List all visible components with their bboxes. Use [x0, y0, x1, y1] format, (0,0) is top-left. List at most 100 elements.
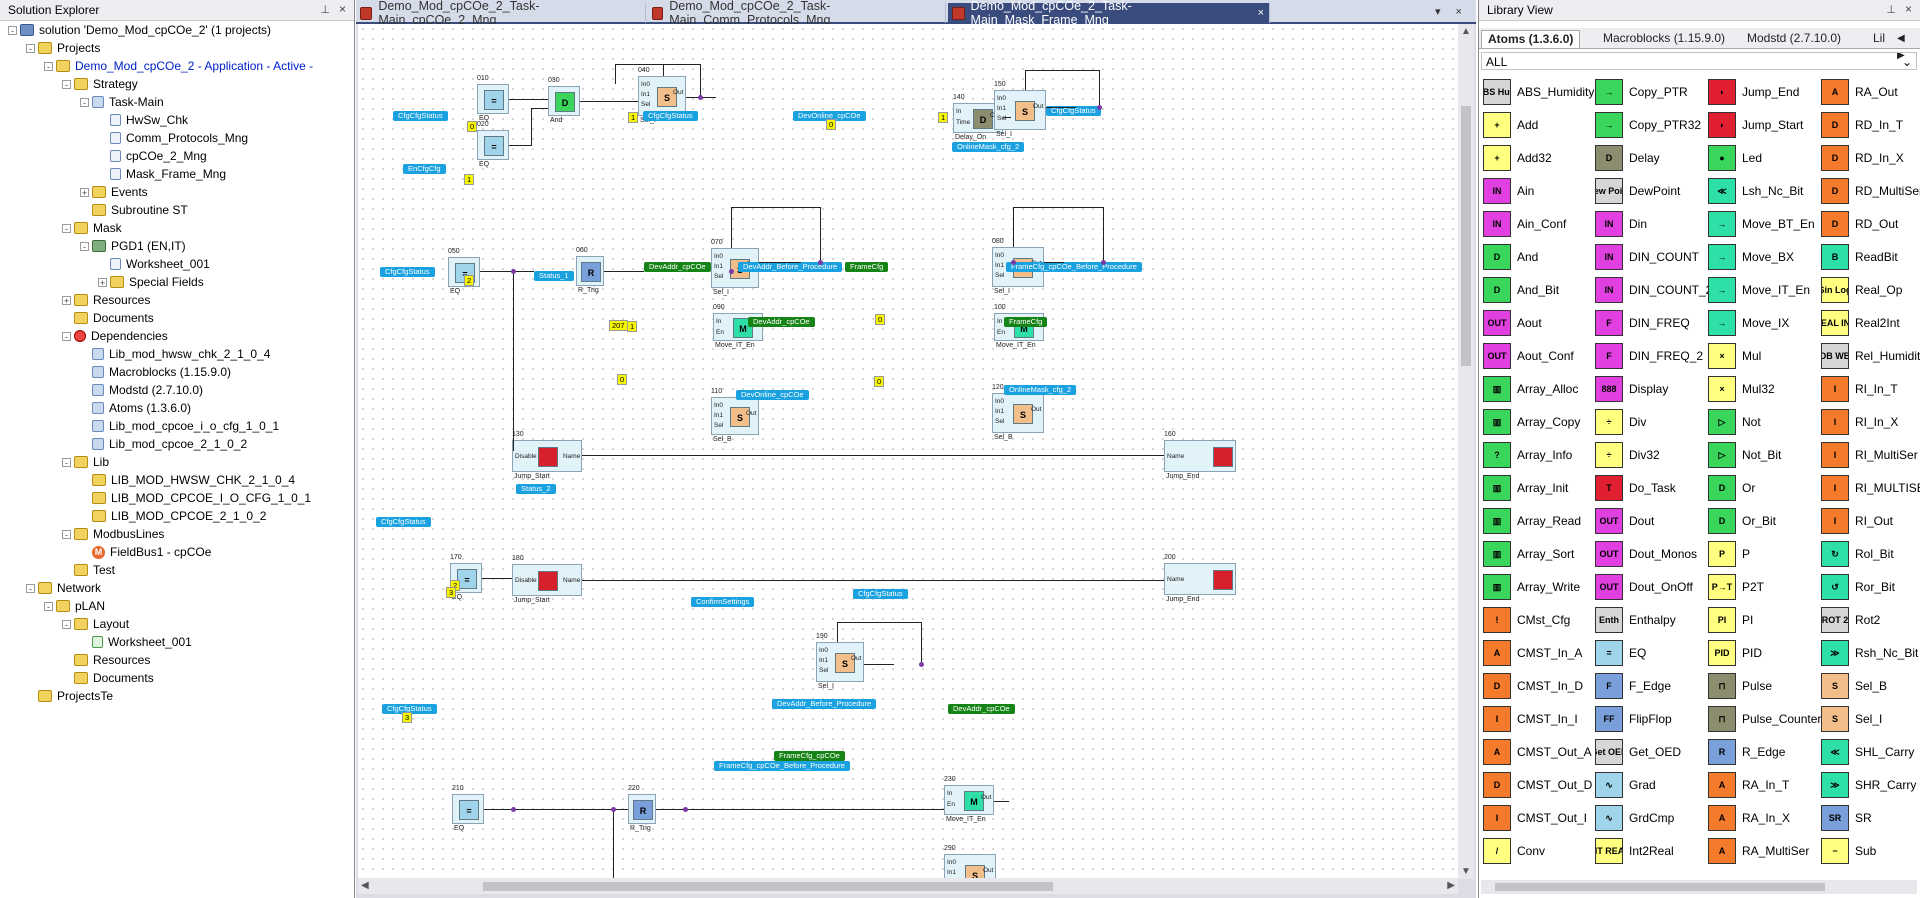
close-icon[interactable]: ×: [1904, 2, 1912, 16]
variable-label[interactable]: CfgCfgStatus: [643, 111, 698, 121]
library-item[interactable]: ▥Array_Sort: [1481, 540, 1574, 568]
collapse-icon[interactable]: -: [62, 331, 71, 341]
library-item[interactable]: REAL INTReal2Int: [1819, 309, 1900, 337]
library-horizontal-scrollbar[interactable]: [1481, 880, 1917, 894]
constant-value[interactable]: 3: [446, 587, 457, 598]
constant-value[interactable]: 0: [874, 376, 885, 387]
scroll-thumb[interactable]: [1461, 106, 1471, 366]
variable-label[interactable]: Status_1: [534, 271, 574, 281]
tab-comm-protocols-mng[interactable]: Demo_Mod_cpCOe_2_Task-Main_Comm_Protocol…: [648, 0, 946, 27]
tab-mask-frame-mng[interactable]: Demo_Mod_cpCOe_2_Task-Main_Mask_Frame_Mn…: [948, 0, 1270, 27]
variable-label[interactable]: FrameCfg_cpCOe_Before_Procedure: [1006, 262, 1142, 272]
tree-item[interactable]: -Mask: [62, 219, 122, 237]
constant-value[interactable]: 1: [628, 112, 639, 123]
tab-modstd[interactable]: Modstd (2.7.10.0): [1747, 31, 1842, 45]
library-item[interactable]: ▷Not_Bit: [1706, 441, 1781, 469]
function-block[interactable]: R: [576, 256, 604, 286]
constant-value[interactable]: 2: [464, 275, 475, 286]
tree-item[interactable]: Lib_mod_cpcoe_2_1_0_2: [80, 435, 247, 453]
tab-list-controls[interactable]: ▾ ×: [1434, 6, 1468, 18]
variable-label[interactable]: EnCfgCfg: [403, 164, 446, 174]
variable-label[interactable]: OnlineMask_cfg_2: [1004, 385, 1077, 395]
variable-label[interactable]: FrameCfg_cpCOe_Before_Procedure: [714, 761, 850, 771]
collapse-icon[interactable]: -: [26, 583, 35, 593]
tree-item[interactable]: Documents: [62, 309, 154, 327]
tree-item[interactable]: +Special Fields: [98, 273, 204, 291]
library-item[interactable]: ×Mul: [1706, 342, 1761, 370]
variable-label[interactable]: DevAddr_cpCOe: [748, 317, 815, 327]
tree-item[interactable]: -solution 'Demo_Mod_cpCOe_2' (1 projects…: [8, 21, 271, 39]
tree-item[interactable]: Resources: [62, 651, 150, 669]
variable-label[interactable]: CfgCfgStatus: [380, 267, 435, 277]
library-item[interactable]: ▥Array_Alloc: [1481, 375, 1578, 403]
tree-item[interactable]: cpCOe_2_Mng: [98, 147, 207, 165]
variable-label[interactable]: FrameCfg: [845, 262, 889, 272]
tree-item[interactable]: Atoms (1.3.6.0): [80, 399, 191, 417]
library-item[interactable]: ?Array_Info: [1481, 441, 1572, 469]
scroll-right-icon[interactable]: ▶: [1447, 880, 1455, 891]
tree-item[interactable]: -Layout: [62, 615, 129, 633]
variable-label[interactable]: CfgCfgStatus: [393, 111, 448, 121]
tab-lib[interactable]: Lil: [1873, 31, 1886, 45]
constant-value[interactable]: 0: [617, 374, 628, 385]
variable-label[interactable]: CfgCfgStatus: [853, 589, 908, 599]
tree-item[interactable]: -Projects: [26, 39, 100, 57]
variable-label[interactable]: DevAddr_Before_Procedure: [738, 262, 843, 272]
library-item[interactable]: ▷Not: [1706, 408, 1761, 436]
tree-item[interactable]: Comm_Protocols_Mng: [98, 129, 248, 147]
library-item[interactable]: ◗Jump_Start: [1706, 111, 1803, 139]
tab-close-icon[interactable]: ×: [1257, 7, 1264, 19]
library-item[interactable]: →Move_IT_En: [1706, 276, 1810, 304]
collapse-icon[interactable]: -: [62, 619, 71, 629]
library-item[interactable]: →Move_IX: [1706, 309, 1789, 337]
scroll-thumb[interactable]: [483, 882, 1053, 891]
library-item[interactable]: ∿GrdCmp: [1593, 804, 1674, 832]
library-item[interactable]: ≫SHR_Carry: [1819, 771, 1916, 799]
tab-atoms[interactable]: Atoms (1.3.6.0): [1481, 30, 1581, 48]
horizontal-scrollbar[interactable]: ◀ ▶: [358, 878, 1458, 894]
collapse-icon[interactable]: -: [62, 529, 71, 539]
function-block[interactable]: =: [477, 84, 509, 114]
library-item[interactable]: ≪Lsh_Nc_Bit: [1706, 177, 1803, 205]
tree-item[interactable]: -PGD1 (EN,IT): [80, 237, 186, 255]
tree-item[interactable]: Modstd (2.7.10.0): [80, 381, 203, 399]
library-item[interactable]: +Add32: [1481, 144, 1552, 172]
tree-item[interactable]: HwSw_Chk: [98, 111, 188, 129]
library-item[interactable]: ÷Div32: [1593, 441, 1660, 469]
variable-label[interactable]: FrameCfg_cpCOe: [774, 751, 845, 761]
tree-item[interactable]: ProjectsTe: [26, 687, 113, 705]
tree-item[interactable]: Test: [62, 561, 115, 579]
expand-icon[interactable]: +: [98, 277, 107, 288]
constant-value[interactable]: 1: [627, 321, 638, 332]
tree-item[interactable]: -Lib: [62, 453, 109, 471]
library-item[interactable]: →Move_BX: [1706, 243, 1794, 271]
library-item[interactable]: ▥Array_Init: [1481, 474, 1568, 502]
library-item[interactable]: →Move_BT_En: [1706, 210, 1815, 238]
